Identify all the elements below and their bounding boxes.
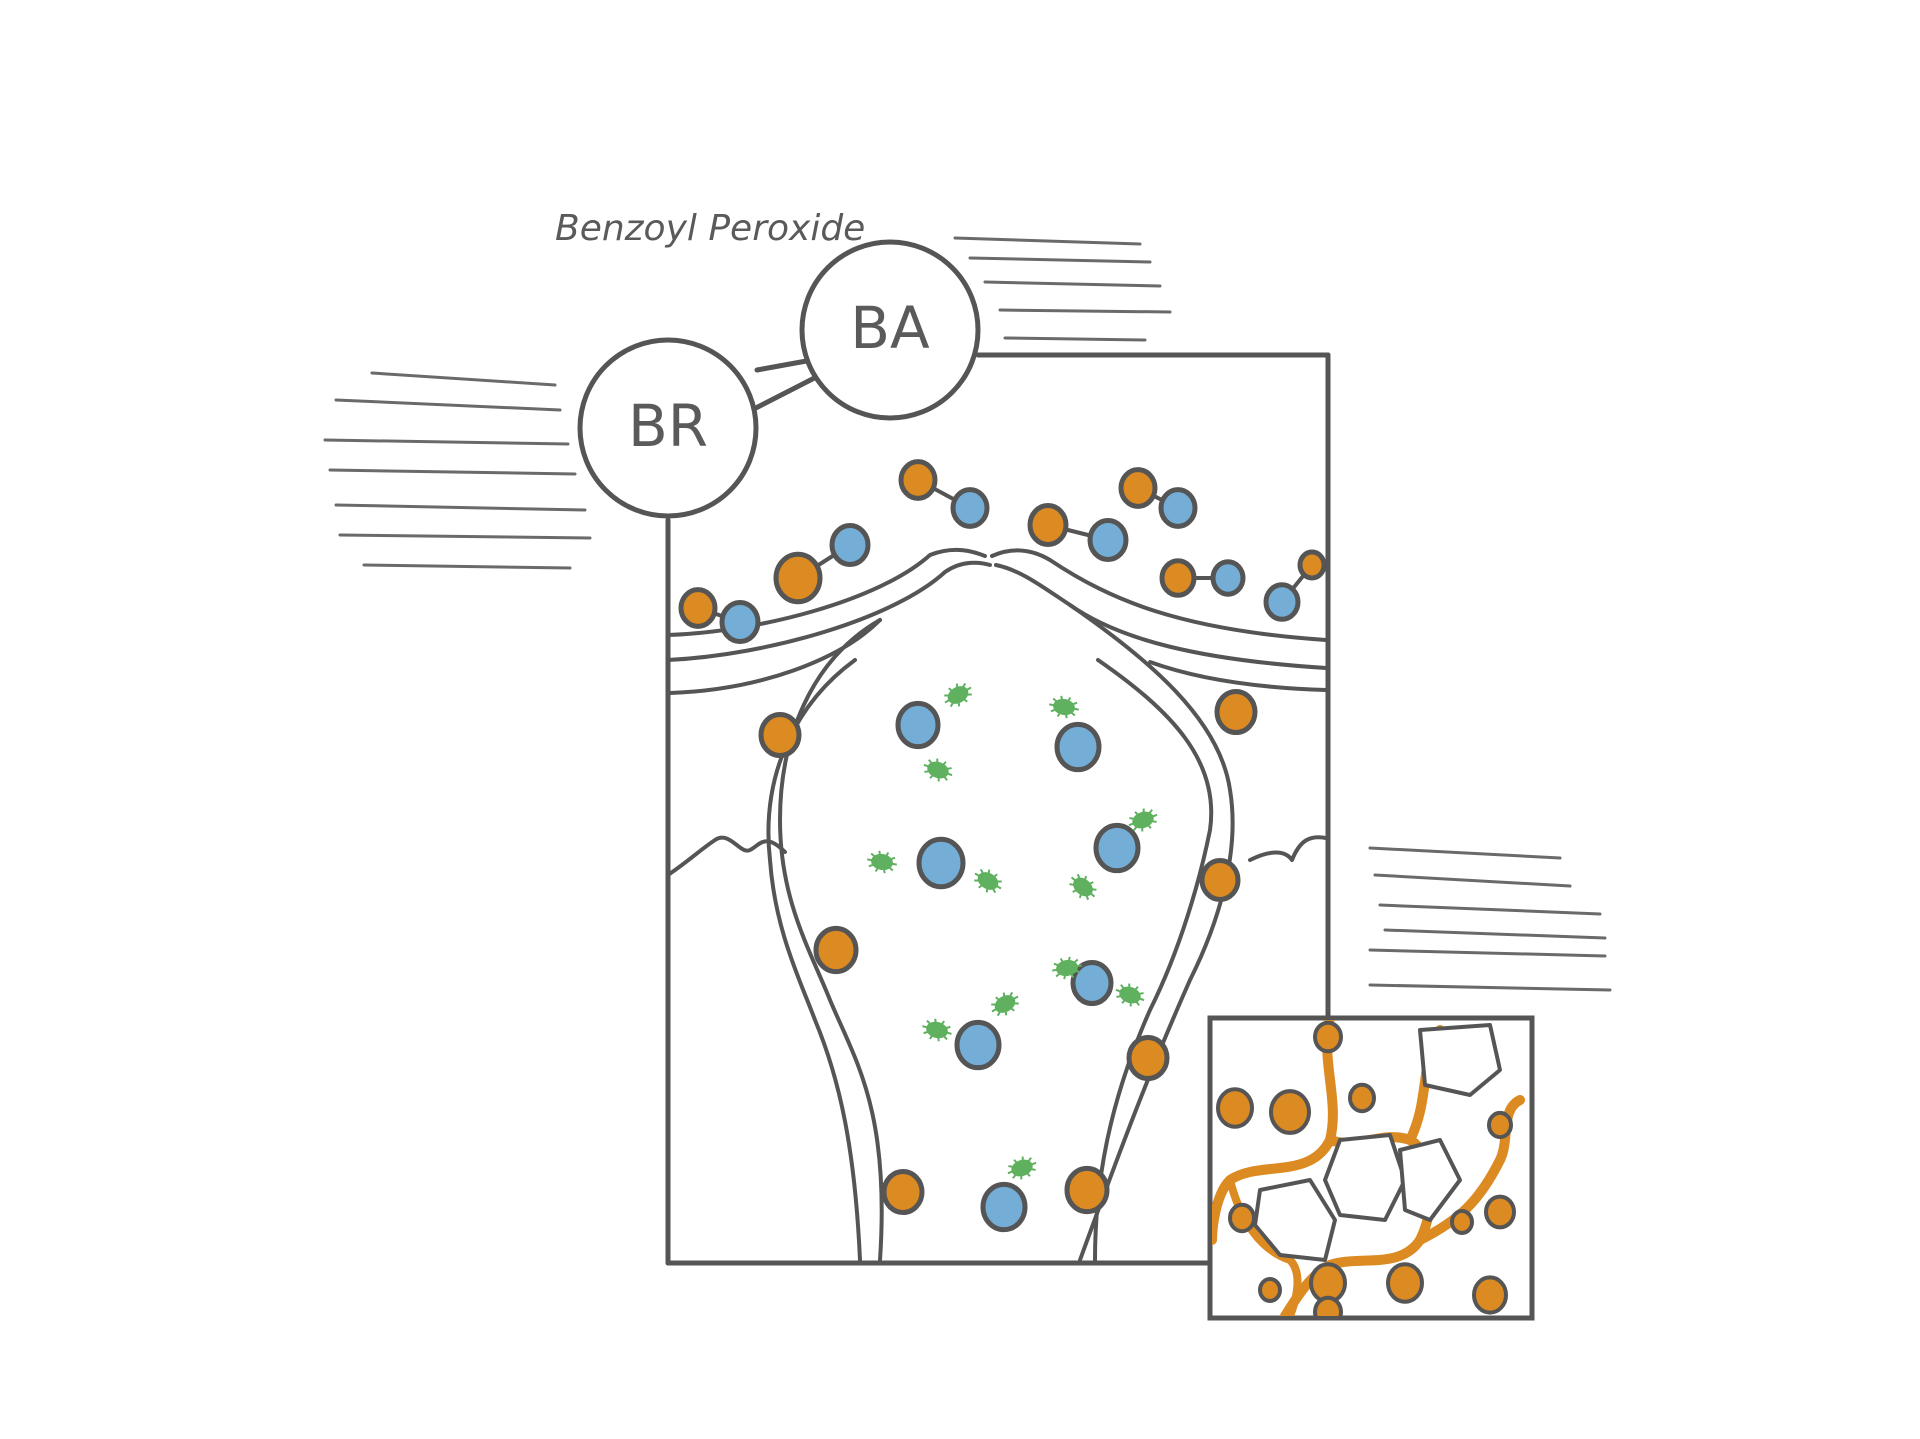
molecule-br-label: BR [628,392,708,460]
inset-sebum-particle [1450,1209,1474,1235]
sebum-particle [813,925,859,975]
follicle-cell [1070,959,1114,1007]
orange-particle [1027,503,1069,547]
blue-particle [829,523,871,567]
title-text: Benzoyl Peroxide [555,208,865,249]
inset-sebum-particle [1216,1087,1254,1129]
blue-particle [1158,487,1198,529]
inset-sebum-particle [1228,1202,1256,1234]
bacterium [1052,956,1082,980]
inset-cells [1253,1023,1502,1262]
sebum-particle [758,711,802,759]
bacterium [991,991,1019,1017]
orange-particle [773,551,823,605]
follicle-cell [954,1019,1002,1071]
blue-particle [950,487,990,529]
bacterium [1007,1156,1037,1180]
inset-contents [1212,1020,1525,1316]
bacterium [867,850,897,874]
skin-section-frame [665,352,1331,1266]
follicle-cells [895,700,1141,1233]
particle-pair [1118,467,1198,529]
follicle-cell [980,1181,1028,1233]
inset-sebum-particle [1269,1089,1311,1135]
inset-sebum-particle [1258,1277,1282,1303]
bacterium [974,868,1002,894]
speed-lines-top [953,236,1172,342]
inset-sebum-particle [1386,1262,1424,1304]
particle-pair [1027,503,1129,562]
molecule-ba-label: BA [850,294,930,362]
blue-particle [1263,582,1301,622]
particle-pair [1159,558,1246,598]
molecule-br-circle [577,337,759,519]
bacterium [1115,983,1145,1007]
follicle-cell [1054,721,1102,773]
bacterium [1049,695,1079,719]
inset-sebum-particle [1487,1110,1513,1140]
bacteria [867,682,1158,1180]
blue-particle [1210,559,1246,597]
orange-particle [898,459,938,501]
particle-pair [773,523,871,605]
follicle-cell [916,836,966,890]
inset-sebum-particle [1313,1295,1343,1316]
inset-sebum-particle [1348,1082,1376,1114]
orange-particle [1118,467,1158,509]
sebum-particle [881,1168,925,1216]
bacterium [923,758,953,782]
sebum-particle [1214,688,1258,736]
inset-sebum-particle [1472,1275,1508,1315]
sebum-particle [1064,1165,1110,1215]
surface-particle-pairs [678,459,1327,644]
sebum-particle [1199,858,1241,902]
inset-sebum-particle [1313,1020,1343,1054]
sebum-particles [758,688,1258,1216]
bacterium [1069,873,1097,901]
bacterium [944,682,972,708]
particle-pair [678,587,761,644]
particle-pair [1263,549,1327,622]
title-label: Benzoyl Peroxide [555,208,865,249]
speed-lines-left [323,371,592,570]
particle-pair [898,459,990,529]
blue-particle [1087,518,1129,562]
sebum-particle [1126,1034,1170,1082]
orange-particle [1159,558,1197,598]
orange-particle [678,587,718,629]
follicle-cell [895,700,941,750]
speed-lines-right [1368,846,1612,992]
dermal-layers [666,835,1328,877]
follicle-cell [1093,822,1141,874]
blue-particle [719,600,761,644]
bacterium [922,1018,952,1042]
orange-particle [1297,549,1327,581]
bacterium [1128,808,1158,832]
inset-sebum-particles [1216,1020,1516,1316]
benzoyl-peroxide-molecule: BR BA [577,239,981,519]
molecule-ba-circle [799,239,981,421]
inset-sebum-particle [1484,1194,1516,1230]
